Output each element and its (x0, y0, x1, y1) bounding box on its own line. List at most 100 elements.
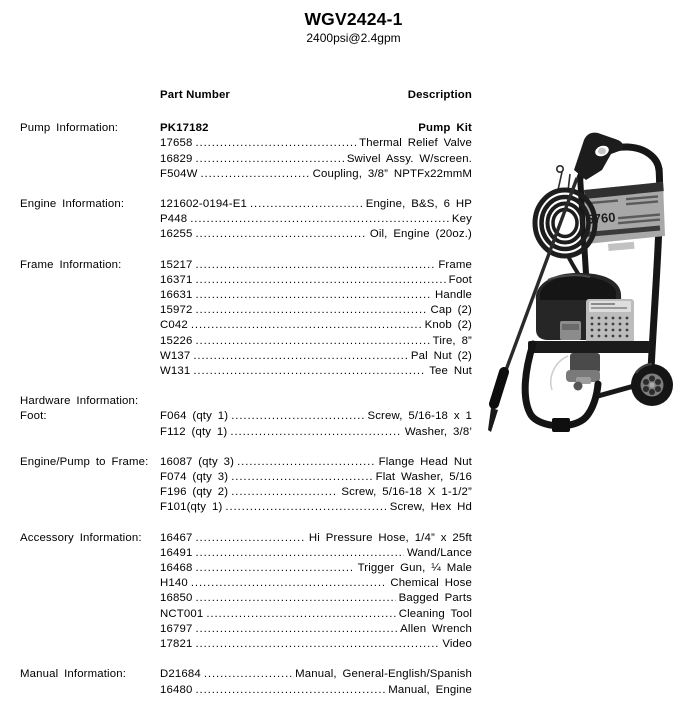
section-label: Hardware Information: (20, 395, 139, 408)
description-cell: Manual, General-English/Spanish (295, 668, 472, 681)
part-number-cell: 16468 (160, 562, 193, 575)
part-number-cell: D21684 (160, 668, 201, 681)
part-number-cell: 16631 (160, 289, 193, 302)
description-cell: Tire, 8” (432, 334, 472, 347)
table-row: Frame Information:15217Frame (20, 258, 472, 273)
table-row: 17821 Video (20, 637, 472, 652)
table-row: F101(qty 1)Screw, Hex Hd (20, 500, 472, 515)
table-row: F074 (qty 3)Flat Washer, 5/16 (20, 470, 472, 485)
wand-lance (488, 177, 579, 432)
description-cell: Handle (435, 289, 472, 302)
table-row: Accessory Information: 16467 Hi Pressure H… (20, 531, 472, 546)
description-cell: Coupling, 3/8” NPTFx22mmM (312, 167, 472, 180)
description-cell: Video (442, 638, 472, 651)
section-label: Accessory Information: (20, 531, 142, 544)
part-number-cell: F101(qty 1) (160, 501, 223, 514)
section-label: Pump Information: (20, 122, 119, 135)
dot-leader (195, 637, 439, 652)
part-number-cell: C042 (160, 319, 188, 332)
section-label: Engine Information: (20, 198, 125, 211)
table-row: 16850 Bagged Parts (20, 591, 472, 606)
table-row: 15972Cap (2) (20, 303, 472, 318)
spec-label: 5760 (584, 182, 665, 251)
part-number-cell: 121602-0194-E1 (160, 198, 247, 211)
table-row: 16797 Allen Wrench (20, 622, 472, 637)
part-number-cell: 16850 (160, 592, 193, 605)
part-number-cell: 17821 (160, 638, 193, 651)
part-number-cell: 16467 (160, 531, 193, 544)
dot-leader (195, 546, 404, 561)
part-number-cell: 17658 (160, 137, 193, 150)
description-cell: Allen Wrench (400, 622, 472, 635)
description-cell: Washer, 3/8’ (404, 425, 472, 438)
description-cell: Swivel Assy. W/screen. (346, 152, 472, 165)
table-row: 16631 Handle (20, 288, 472, 303)
table-row: Hardware Information: (20, 394, 472, 409)
dot-leader (195, 258, 435, 273)
pressure-washer-photo: 5760 (488, 132, 673, 432)
description-header: Description (407, 89, 472, 101)
description-cell: Manual, Engine (388, 683, 472, 696)
part-number-cell: 16255 (160, 228, 193, 241)
page-title: WGV2424-1 (304, 9, 403, 29)
dot-leader (193, 364, 426, 379)
dot-leader (195, 273, 445, 288)
part-number-cell: 16087 (qty 3) (160, 455, 235, 468)
dot-leader (191, 318, 422, 333)
table-row: F112 (qty 1)Washer, 3/8’ (20, 425, 472, 440)
table-row: 16491Wand/Lance (20, 546, 472, 561)
parts-section: Hardware Information:Foot:F064 (qty 1)Sc… (20, 394, 472, 440)
table-row: 16480Manual, Engine (20, 683, 472, 698)
description-cell: Pal Nut (2) (410, 349, 472, 362)
description-cell: Oil, Engine (20oz.) (369, 228, 472, 241)
parts-section: Engine Information: 121602-0194-E1 Engine,… (20, 197, 472, 243)
dot-leader (231, 409, 364, 424)
table-row: 16468 Trigger Gun, ¼ Male (20, 561, 472, 576)
dot-leader (195, 303, 427, 318)
table-row: 17658 Thermal Relief Valve (20, 136, 472, 151)
part-number-cell: 16829 (160, 152, 193, 165)
part-number-cell: 16491 (160, 546, 193, 559)
description-cell: Thermal Relief Valve (359, 137, 472, 150)
section-label: Foot: (20, 410, 47, 423)
base-plate (528, 341, 650, 353)
dot-leader (200, 167, 309, 182)
description-cell: Flange Head Nut (378, 455, 472, 468)
section-label: Frame Information: (20, 258, 122, 271)
description-cell: Frame (438, 258, 472, 271)
description-cell: Bagged Parts (398, 592, 472, 605)
table-row: F504WCoupling, 3/8” NPTFx22mmM (20, 167, 472, 182)
part-number-cell: NCT001 (160, 607, 204, 620)
trigger-gun (574, 132, 623, 180)
description-cell: Screw, 5/16-18 X 1-1/2” (341, 486, 472, 499)
part-number-cell: 16797 (160, 622, 193, 635)
section-label: Engine/Pump to Frame: (20, 455, 149, 468)
table-row: 16829 Swivel Assy. W/screen. (20, 152, 472, 167)
part-number-cell: P448 (160, 213, 188, 226)
part-number-cell: W137 (160, 349, 191, 362)
dot-leader (195, 136, 356, 151)
dot-leader (195, 288, 432, 303)
description-cell: Hi Pressure Hose, 1/4” x 25ft (308, 531, 472, 544)
pump (550, 353, 600, 391)
dot-leader (231, 470, 372, 485)
part-number-cell: W131 (160, 365, 191, 378)
dot-leader (237, 455, 376, 470)
description-cell: Engine, B&S, 6 HP (365, 198, 472, 211)
dot-leader (230, 425, 401, 440)
part-number-cell: F064 (qty 1) (160, 410, 229, 423)
description-cell: Key (451, 213, 472, 226)
dot-leader (195, 683, 385, 698)
section-label: Manual Information: (20, 668, 127, 681)
dot-leader (195, 531, 305, 546)
table-row: W137 Pal Nut (2) (20, 349, 472, 364)
parts-section: Accessory Information: 16467 Hi Pressure H… (20, 531, 472, 653)
dot-leader (206, 607, 395, 622)
part-number-header: Part Number (160, 89, 231, 101)
description-cell: Trigger Gun, ¼ Male (357, 562, 472, 575)
table-row: H140Chemical Hose (20, 576, 472, 591)
page-subtitle: 2400psi@2.4gpm (306, 31, 401, 45)
dot-leader (231, 485, 338, 500)
